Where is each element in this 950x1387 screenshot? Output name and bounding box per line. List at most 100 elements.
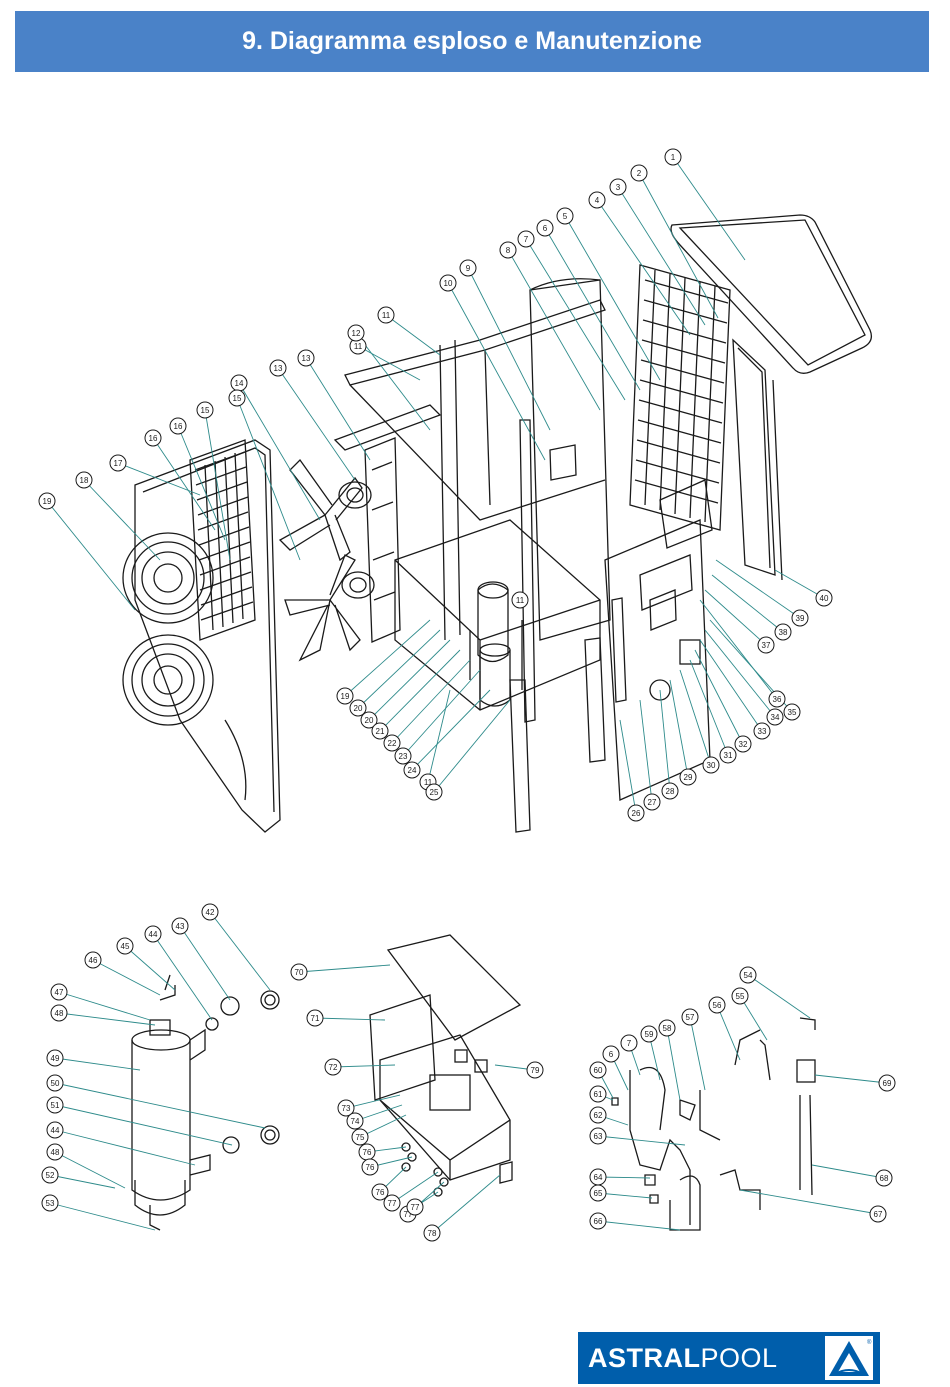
callout-leader-electrical-72 [332, 1064, 396, 1068]
callout-number: 60 [594, 1066, 603, 1075]
page-title: 9. Diagramma esploso e Manutenzione [242, 27, 702, 55]
callout-tank-51: 51 [46, 1096, 64, 1114]
fan-motors [338, 481, 375, 599]
callout-piping-58: 58 [658, 1019, 676, 1037]
callout-leader-electrical-71 [314, 1017, 386, 1021]
callout-piping-59: 59 [640, 1025, 658, 1043]
callout-main-40: 40 [815, 589, 833, 607]
callout-main-16: 16 [169, 417, 187, 435]
callout-main-36: 36 [768, 690, 786, 708]
callout-leader-piping-57 [689, 1016, 706, 1091]
callout-leader-main-5 [564, 215, 661, 381]
callout-leader-main-31 [689, 659, 729, 756]
callout-piping-64: 64 [589, 1168, 607, 1186]
callout-number: 79 [531, 1066, 540, 1075]
callout-main-5: 5 [556, 207, 574, 225]
callout-number: 29 [684, 773, 693, 782]
callout-piping-57: 57 [681, 1008, 699, 1026]
callout-number: 19 [43, 497, 52, 506]
callout-leader-main-1 [672, 156, 746, 261]
callout-leader-main-15 [204, 409, 231, 561]
logo-triangle-icon: ® [825, 1336, 873, 1380]
callout-number: 32 [739, 740, 748, 749]
callout-leader-tank-48 [54, 1151, 126, 1189]
callout-number: 55 [736, 992, 745, 1001]
callout-number: 43 [176, 922, 185, 931]
callout-leader-main-38 [711, 574, 784, 633]
callout-number: 39 [796, 614, 805, 623]
callout-number: 53 [46, 1199, 55, 1208]
callout-tank-44: 44 [144, 925, 162, 943]
callout-number: 6 [609, 1050, 614, 1059]
callout-leader-tank-42 [209, 911, 271, 991]
callout-leader-main-23 [402, 669, 481, 757]
callout-number: 4 [595, 196, 600, 205]
callout-number: 35 [788, 708, 797, 717]
logo-wordmark: ASTRALPOOL [588, 1343, 778, 1373]
callout-number: 77 [411, 1203, 420, 1212]
base-tray [394, 519, 601, 711]
callout-number: 30 [707, 761, 716, 770]
astralpool-logo: ASTRALPOOL ® [578, 1332, 880, 1384]
callout-electrical-71: 71 [306, 1009, 324, 1027]
callout-leader-main-11 [427, 689, 451, 783]
callout-main-27: 27 [643, 793, 661, 811]
callout-number: 78 [428, 1229, 437, 1238]
callout-number: 47 [55, 988, 64, 997]
callout-number: 59 [645, 1030, 654, 1039]
callout-number: 42 [206, 908, 215, 917]
callout-number: 34 [771, 713, 780, 722]
callout-main-8: 8 [499, 241, 517, 259]
callout-number: 22 [388, 739, 397, 748]
heat-exchanger-tank [131, 974, 280, 1231]
callout-number: 3 [616, 183, 621, 192]
callout-main-18: 18 [75, 471, 93, 489]
callout-electrical-74: 74 [346, 1112, 364, 1130]
callout-piping-66: 66 [589, 1212, 607, 1230]
top-cover [670, 214, 873, 374]
callout-main-20: 20 [360, 711, 378, 729]
callout-electrical-76: 76 [358, 1143, 376, 1161]
callout-leader-main-40 [774, 569, 825, 599]
callout-number: 11 [516, 596, 525, 605]
callout-main-19: 19 [336, 687, 354, 705]
callout-number: 12 [352, 329, 361, 338]
callout-tank-49: 49 [46, 1049, 64, 1067]
callout-number: 24 [408, 766, 417, 775]
callout-leader-tank-47 [58, 991, 151, 1021]
callout-main-6: 6 [536, 219, 554, 237]
callout-main-23: 23 [394, 747, 412, 765]
callout-number: 48 [51, 1148, 60, 1157]
callout-piping-67: 67 [869, 1205, 887, 1223]
callout-electrical-76: 76 [361, 1158, 379, 1176]
callout-number: 20 [354, 704, 363, 713]
callout-number: 44 [51, 1126, 60, 1135]
callout-piping-6: 6 [602, 1045, 620, 1063]
callout-piping-56: 56 [708, 996, 726, 1014]
callout-leader-main-4 [596, 199, 691, 336]
callout-leader-piping-66 [597, 1220, 681, 1231]
callout-number: 23 [399, 752, 408, 761]
callout-number: 75 [356, 1133, 365, 1142]
callout-number: 17 [114, 459, 123, 468]
callout-electrical-75: 75 [351, 1128, 369, 1146]
callout-leader-main-12 [355, 332, 431, 431]
callout-number: 15 [233, 394, 242, 403]
callout-number: 74 [351, 1117, 360, 1126]
callout-main-2: 2 [630, 164, 648, 182]
callout-main-31: 31 [719, 746, 737, 764]
callout-number: 7 [524, 235, 529, 244]
callout-main-9: 9 [459, 259, 477, 277]
callout-leader-tank-43 [179, 925, 231, 1001]
callout-main-35: 35 [783, 703, 801, 721]
callout-tank-42: 42 [201, 903, 219, 921]
callout-number: 69 [883, 1079, 892, 1088]
callout-number: 68 [880, 1174, 889, 1183]
callout-main-15: 15 [228, 389, 246, 407]
callout-main-37: 37 [757, 636, 775, 654]
callout-leader-piping-56 [716, 1004, 741, 1061]
callout-number: 26 [632, 809, 641, 818]
callout-number: 16 [174, 422, 183, 431]
callout-leader-tank-48 [58, 1012, 156, 1026]
callout-leader-piping-58 [666, 1027, 681, 1101]
